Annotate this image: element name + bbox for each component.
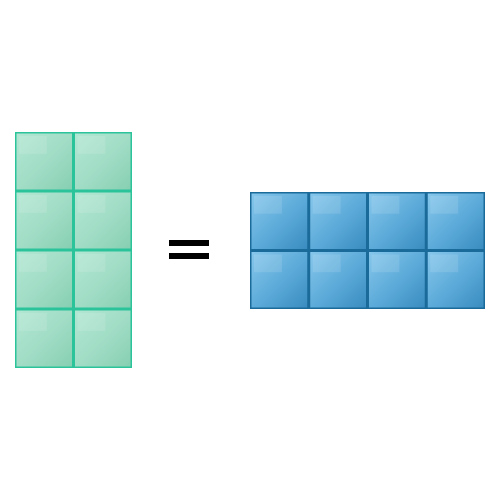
left-unit-highlight	[19, 195, 47, 213]
left-unit-square	[75, 133, 131, 190]
left-unit-highlight	[77, 195, 106, 213]
equals-bar-top	[169, 240, 209, 246]
right-unit-square	[310, 252, 366, 308]
right-unit-highlight	[430, 196, 459, 214]
left-unit-highlight	[19, 254, 47, 272]
right-rectangle-2-by-4	[250, 192, 485, 309]
right-unit-highlight	[371, 196, 400, 214]
left-unit-highlight	[77, 254, 106, 272]
right-unit-square	[369, 193, 425, 249]
left-unit-square	[75, 251, 131, 308]
left-unit-square	[75, 192, 131, 249]
right-unit-square	[427, 252, 484, 308]
left-unit-square	[75, 310, 131, 367]
left-rectangle-4-by-2	[15, 132, 132, 368]
right-unit-square	[251, 252, 308, 308]
left-unit-square	[16, 251, 72, 308]
right-unit-square	[369, 252, 425, 308]
left-unit-square	[16, 192, 72, 249]
right-unit-square	[310, 193, 366, 249]
left-unit-highlight	[19, 136, 47, 154]
right-unit-square	[251, 193, 308, 249]
equals-sign	[169, 240, 209, 259]
right-unit-highlight	[371, 254, 400, 273]
left-unit-square	[16, 310, 72, 367]
equals-bar-bottom	[169, 253, 209, 259]
right-unit-highlight	[312, 196, 341, 214]
left-unit-highlight	[77, 313, 106, 331]
right-unit-highlight	[254, 254, 282, 273]
right-unit-highlight	[254, 196, 282, 214]
right-unit-highlight	[312, 254, 341, 273]
left-unit-square	[16, 133, 72, 190]
left-unit-highlight	[77, 136, 106, 154]
left-unit-highlight	[19, 313, 47, 331]
right-unit-square	[427, 193, 484, 249]
right-unit-highlight	[430, 254, 459, 273]
